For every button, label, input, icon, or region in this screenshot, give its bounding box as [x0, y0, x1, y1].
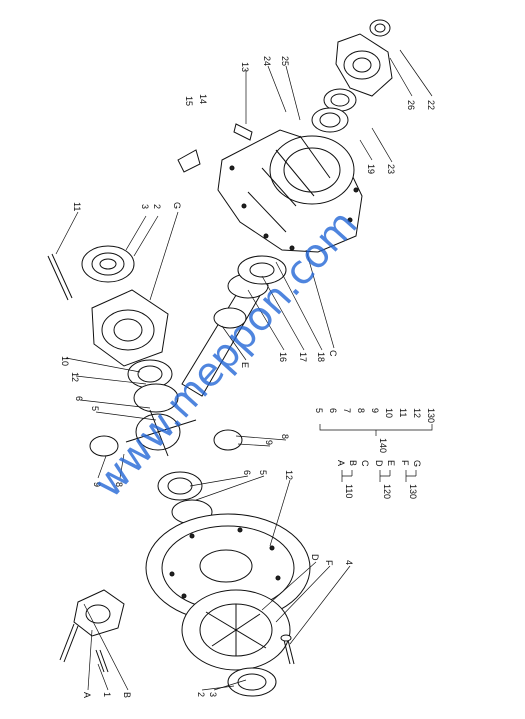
callout-6-upper: 6	[74, 396, 84, 401]
pinion-seal-rings	[311, 88, 357, 133]
legend-item-5: 5	[314, 408, 324, 413]
callout-12-upper: 12	[70, 372, 80, 382]
legend-item-9: 9	[370, 408, 380, 413]
differential-housing	[217, 129, 363, 253]
legend-item-11: 11	[398, 408, 408, 417]
callout-2-upper: 2	[152, 204, 162, 209]
callout-3-upper: 3	[140, 204, 150, 209]
ring-gear	[145, 513, 311, 623]
callout-F: F	[324, 560, 334, 566]
callout-9-left: 9	[92, 482, 102, 487]
callout-G: G	[172, 202, 182, 209]
differential-case	[181, 589, 291, 671]
legend-item-B: B	[348, 460, 358, 466]
callout-8-right: 8	[280, 434, 290, 439]
legend-item-F: F	[400, 460, 410, 466]
bearing-cap	[73, 589, 125, 637]
callout-1: 1	[102, 692, 112, 697]
callout-2-lower: 2	[196, 692, 206, 697]
legend-item-D: D	[374, 460, 384, 467]
side-gear-upper	[127, 359, 179, 413]
callout-5-lower: 5	[258, 470, 268, 475]
legend-item-10: 10	[384, 408, 394, 418]
callout-E: E	[240, 362, 250, 368]
legend-item-E: E	[386, 460, 396, 466]
callout-labels: 15 14 13 24 25 26 22 19 23 11 3 2 G 10 1…	[60, 56, 436, 698]
legend-item-A: A	[336, 460, 346, 466]
carrier-bearing-upper	[81, 245, 135, 283]
callout-3-lower: 3	[208, 692, 218, 697]
callout-15: 15	[184, 96, 194, 106]
cap-bolt	[59, 623, 79, 663]
pinion-flange	[335, 19, 393, 97]
legend-item-C: C	[360, 460, 370, 467]
legend-kit-140: 5 6 7 8 9 10 11 12 130 140	[314, 408, 436, 453]
legend-group-110: 110	[344, 484, 354, 498]
callout-19: 19	[366, 164, 376, 174]
callout-6-lower: 6	[242, 470, 252, 475]
callout-A: A	[82, 692, 92, 698]
callout-25: 25	[280, 56, 290, 66]
callout-18: 18	[316, 352, 326, 362]
callout-16: 16	[278, 352, 288, 362]
callout-4: 4	[344, 560, 354, 565]
callout-8-left: 8	[114, 482, 124, 487]
callout-10: 10	[60, 356, 70, 366]
case-bolt	[280, 634, 295, 665]
callout-D: D	[310, 554, 320, 561]
legend-group-140: 140	[378, 438, 388, 453]
leader-lines	[55, 49, 433, 691]
long-bolt	[47, 253, 73, 301]
cap-dowel	[95, 649, 109, 673]
callout-14: 14	[198, 94, 208, 104]
spider-gear-set	[89, 409, 243, 457]
callout-24: 24	[262, 56, 272, 66]
legend-item-12: 12	[412, 408, 422, 418]
breather-cap	[177, 149, 201, 173]
callout-5-upper: 5	[90, 406, 100, 411]
legend-item-G: G	[412, 460, 422, 467]
legend-item-7: 7	[342, 408, 352, 413]
carrier-bearing-lower	[227, 667, 277, 697]
legend-item-8: 8	[356, 408, 366, 413]
callout-23: 23	[386, 164, 396, 174]
legend-item-6: 6	[328, 408, 338, 413]
callout-26: 26	[406, 100, 416, 110]
callout-11: 11	[72, 202, 82, 211]
legend-group-120: 120	[382, 484, 392, 499]
callout-C: C	[328, 350, 338, 357]
callout-17: 17	[298, 352, 308, 362]
legend-group-130: 130	[408, 484, 418, 499]
differential-carrier-g	[91, 289, 169, 367]
callout-22: 22	[426, 100, 436, 110]
legend-item-130: 130	[426, 408, 436, 423]
housing-bolt	[233, 123, 253, 141]
callout-B: B	[122, 692, 132, 698]
callout-12-lower: 12	[284, 470, 294, 480]
callout-13: 13	[240, 62, 250, 72]
callout-9-right: 9	[264, 440, 274, 445]
legend-assemblies: A B C D E F G 110 120 130	[336, 460, 422, 499]
